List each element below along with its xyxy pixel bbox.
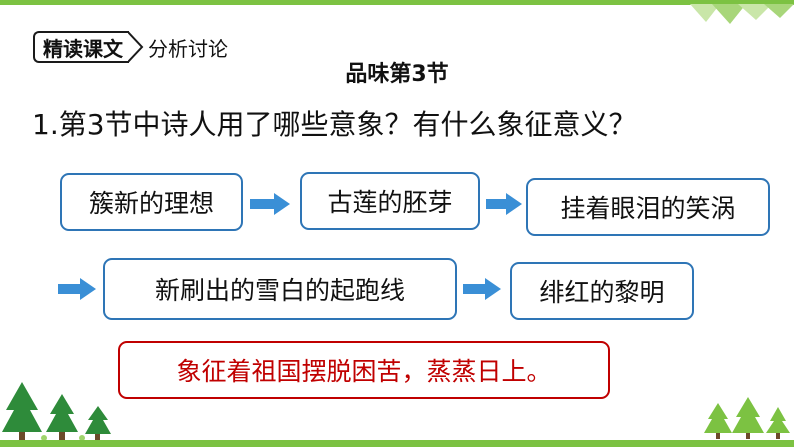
image-box-2: 古莲的胚芽 — [300, 172, 480, 230]
tag-arrow-icon — [128, 31, 144, 63]
conclusion-text: 象征着祖国摆脱困苦，蒸蒸日上。 — [176, 357, 552, 386]
right-arrow-icon — [58, 278, 96, 300]
conclusion-box: 象征着祖国摆脱困苦，蒸蒸日上。 — [118, 341, 610, 399]
mountain-decoration-icon — [690, 4, 794, 24]
bottom-green-bar — [0, 440, 794, 447]
pine-trees-icon — [704, 397, 790, 439]
top-green-bar — [0, 0, 794, 5]
right-arrow-icon — [250, 193, 290, 215]
question-text: 1.第3节中诗人用了哪些意象？有什么象征意义？ — [32, 108, 637, 141]
right-arrow-icon — [463, 278, 501, 300]
image-text-4: 新刷出的雪白的起跑线 — [154, 276, 405, 305]
pine-trees-icon — [2, 382, 111, 441]
image-text-2: 古莲的胚芽 — [327, 188, 453, 217]
section-tag-label: 精读课文 — [33, 31, 129, 63]
image-box-1: 簇新的理想 — [60, 173, 243, 231]
image-text-1: 簇新的理想 — [88, 189, 214, 218]
section-subtitle: 分析讨论 — [148, 36, 228, 61]
image-box-4: 新刷出的雪白的起跑线 — [103, 258, 457, 320]
image-text-5: 绯红的黎明 — [539, 278, 665, 307]
image-box-5: 绯红的黎明 — [510, 262, 694, 320]
section-tag: 精读课文 分析讨论 — [33, 31, 228, 63]
image-box-3: 挂着眼泪的笑涡 — [526, 178, 770, 236]
page-title: 品味第3节 — [345, 62, 449, 87]
right-arrow-icon — [486, 193, 522, 215]
image-text-3: 挂着眼泪的笑涡 — [560, 194, 736, 223]
